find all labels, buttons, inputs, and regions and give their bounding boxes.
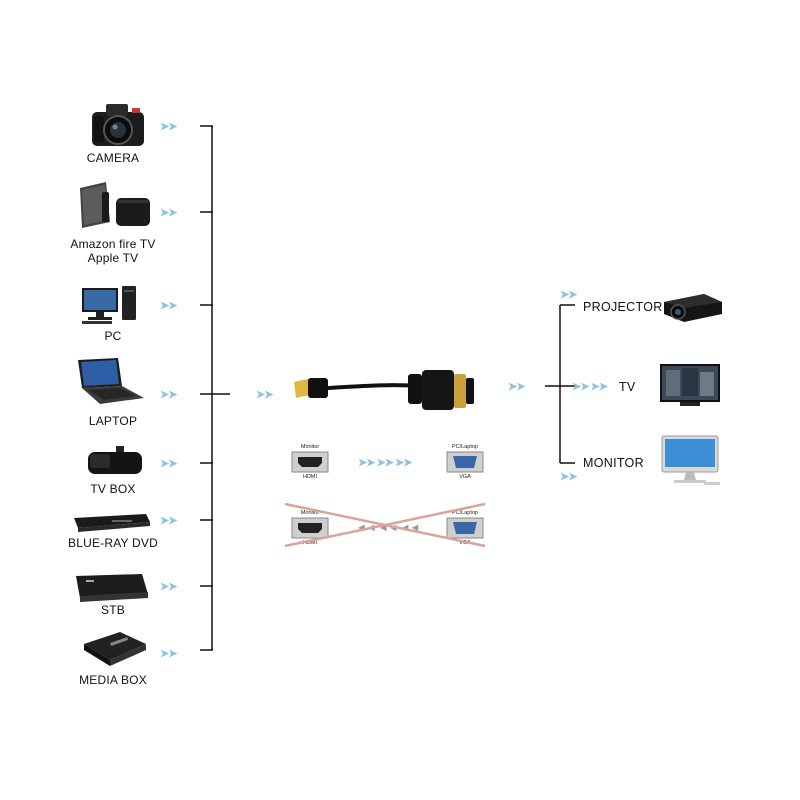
arrow-camera: ➤➤ xyxy=(160,121,177,133)
source-label-mediabox: MEDIA BOX xyxy=(79,673,147,687)
invalid-right-top-label: PC/Laptop xyxy=(452,510,478,516)
source-label-amazon-line2: Apple TV xyxy=(87,251,139,265)
source-label-pc: PC xyxy=(104,329,122,343)
valid-right-top-label: PC/Laptop xyxy=(452,444,478,450)
output-label-tv: TV xyxy=(619,380,636,394)
arrow-tv: ➤➤ ➤➤ xyxy=(572,381,608,393)
source-label-laptop: LAPTOP xyxy=(88,414,138,428)
source-label-tvbox: TV BOX xyxy=(90,482,136,496)
invalid-left-bottom-label: HDMI xyxy=(302,540,318,546)
source-label-stb: STB xyxy=(101,603,125,617)
valid-left-bottom-label: HDMI xyxy=(302,474,318,480)
hdmi-to-vga-cable-icon xyxy=(294,370,474,410)
tv-icon xyxy=(660,364,720,406)
laptop-icon xyxy=(78,358,144,404)
valid-direction-arrows: ➤➤ ➤➤ ➤➤ xyxy=(358,457,412,469)
arrow-bluray: ➤➤ xyxy=(160,515,177,527)
output-label-projector: PROJECTOR xyxy=(583,300,663,314)
output-label-monitor: MONITOR xyxy=(583,456,644,470)
invalid-direction-arrows: ◄◄ ◄◄ ◄◄ xyxy=(356,522,420,534)
camera-icon xyxy=(92,104,144,146)
valid-right-bottom-label: VGA xyxy=(459,474,471,480)
streaming-box-icon xyxy=(80,182,150,228)
projector-icon xyxy=(664,294,722,322)
arrow-laptop: ➤➤ xyxy=(160,389,177,401)
arrow-projector: ➤➤ xyxy=(560,289,577,301)
hdmi-port-icon-crossed xyxy=(291,517,329,539)
vga-port-icon xyxy=(446,451,484,473)
arrow-stb: ➤➤ xyxy=(160,581,177,593)
desktop-pc-icon xyxy=(82,286,136,324)
arrow-from-cable: ➤➤ xyxy=(508,381,525,393)
source-label-camera: CAMERA xyxy=(86,151,140,165)
media-box-icon xyxy=(84,632,146,666)
arrow-pc: ➤➤ xyxy=(160,300,177,312)
arrow-tvbox: ➤➤ xyxy=(160,458,177,470)
tv-box-icon xyxy=(88,446,142,474)
arrow-monitor: ➤➤ xyxy=(560,471,577,483)
set-top-box-icon xyxy=(76,574,148,602)
hdmi-port-icon xyxy=(291,451,329,473)
monitor-icon xyxy=(661,435,720,485)
source-label-bluray: BLUE-RAY DVD xyxy=(68,536,158,550)
invalid-left-top-label: Monitor xyxy=(300,510,320,516)
arrow-to-cable: ➤➤ xyxy=(256,389,273,401)
arrow-mediabox: ➤➤ xyxy=(160,648,177,660)
vga-port-icon-crossed xyxy=(446,517,484,539)
bluray-player-icon xyxy=(74,514,150,532)
arrow-amazon: ➤➤ xyxy=(160,207,177,219)
valid-left-top-label: Monitor xyxy=(300,444,320,450)
source-label-amazon-line1: Amazon fire TV xyxy=(70,237,156,251)
